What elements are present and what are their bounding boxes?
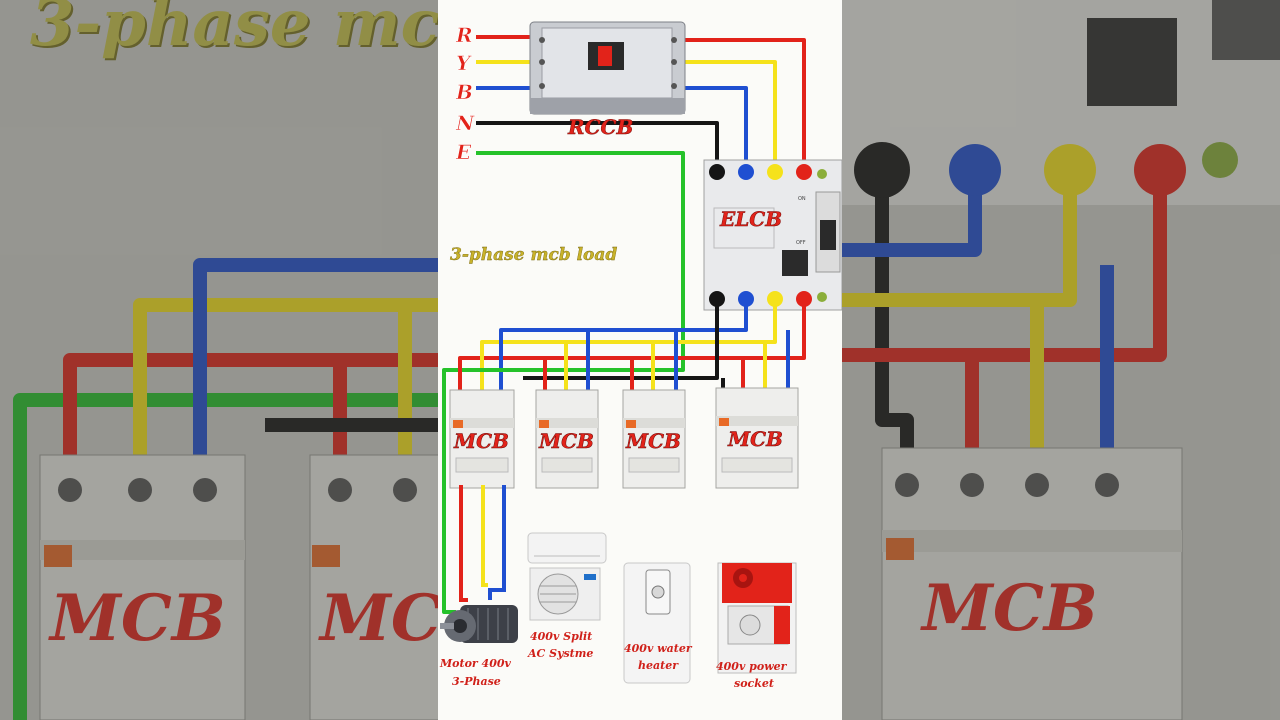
- motor-wire-red: [459, 485, 468, 602]
- motor-label: Motor 400v 3-Phase: [439, 657, 515, 688]
- motor-wire-blue: [488, 485, 506, 600]
- socket-label-line-1: 400v power: [716, 660, 788, 673]
- wire-n-in: [476, 121, 719, 172]
- heater-label: 400v water heater: [624, 642, 696, 672]
- mcb-2: MCB: [535, 389, 599, 489]
- ac-label: 400v Split AC Systme: [527, 630, 596, 660]
- wire-e-in: [476, 151, 685, 362]
- phase-label-e: E: [455, 140, 472, 164]
- wire-b-rccb-elcb: [678, 86, 748, 172]
- mcb-4: MCB: [715, 387, 799, 489]
- elcb-terminal-n-bottom: [709, 291, 725, 307]
- bus-earth: [442, 362, 685, 614]
- elcb-terminal-r-top: [796, 164, 812, 180]
- background-left: MCB MCB 3-phase mc: [0, 0, 438, 720]
- bus-yellow: [480, 305, 777, 400]
- phase-label-n: N: [455, 111, 475, 135]
- rccb-label: RCCB: [567, 115, 633, 139]
- mcb-1-label: MCB: [453, 429, 509, 453]
- elcb-terminal-r-bottom: [796, 291, 812, 307]
- heater-label-line-2: heater: [638, 659, 679, 672]
- wire-y-rccb-elcb: [678, 60, 777, 172]
- elcb-label: ELCB: [719, 207, 782, 231]
- rccb-device: RCCB: [529, 21, 686, 139]
- elcb-terminal-y-bottom: [767, 291, 783, 307]
- mcb-3-label: MCB: [625, 429, 681, 453]
- mcb-4-label: MCB: [727, 427, 783, 451]
- mcb-2-label: MCB: [538, 429, 594, 453]
- background-mcb-label-left: MCB: [48, 581, 226, 656]
- socket-label: 400v power socket: [716, 660, 790, 690]
- wiring-diagram: R Y B N E RCCB: [439, 21, 842, 690]
- phase-label-b: B: [455, 80, 473, 104]
- motor-wire-yellow: [481, 485, 488, 587]
- elcb-terminal-n-top: [709, 164, 725, 180]
- bus-blue: [499, 305, 748, 400]
- background-title: 3-phase mc: [30, 0, 438, 61]
- ac-label-line-1: 400v Split: [530, 630, 592, 643]
- mcb-3: MCB: [622, 389, 686, 489]
- split-ac-icon: [527, 532, 607, 621]
- ac-label-line-2: AC Systme: [527, 647, 593, 660]
- socket-label-line-2: socket: [734, 677, 774, 690]
- water-heater-icon: [623, 562, 691, 684]
- motor-icon: [440, 605, 518, 643]
- elcb-terminal-b-bottom: [738, 291, 754, 307]
- elcb-device: ON OFF ELCB: [703, 159, 842, 311]
- elcb-on-label: ON: [798, 196, 806, 202]
- diagram-title: 3-phase mcb load: [450, 245, 617, 265]
- elcb-off-label: OFF: [796, 240, 806, 246]
- background-mcb-label-left-2: MCB: [318, 581, 438, 656]
- phase-label-y: Y: [456, 51, 472, 75]
- background-right: MCB: [842, 0, 1280, 720]
- elcb-terminal-b-top: [738, 164, 754, 180]
- background-mcb-label-right: MCB: [920, 571, 1098, 646]
- power-socket-icon: [717, 562, 797, 674]
- mcb-1: MCB: [449, 389, 515, 489]
- motor-label-line-1: Motor 400v: [439, 657, 512, 670]
- elcb-terminal-y-top: [767, 164, 783, 180]
- motor-label-line-2: 3-Phase: [452, 675, 501, 688]
- diagram-panel: R Y B N E RCCB: [438, 0, 842, 720]
- phase-label-r: R: [455, 23, 473, 47]
- wire-r-rccb-elcb: [678, 38, 806, 172]
- heater-label-line-1: 400v water: [624, 642, 693, 655]
